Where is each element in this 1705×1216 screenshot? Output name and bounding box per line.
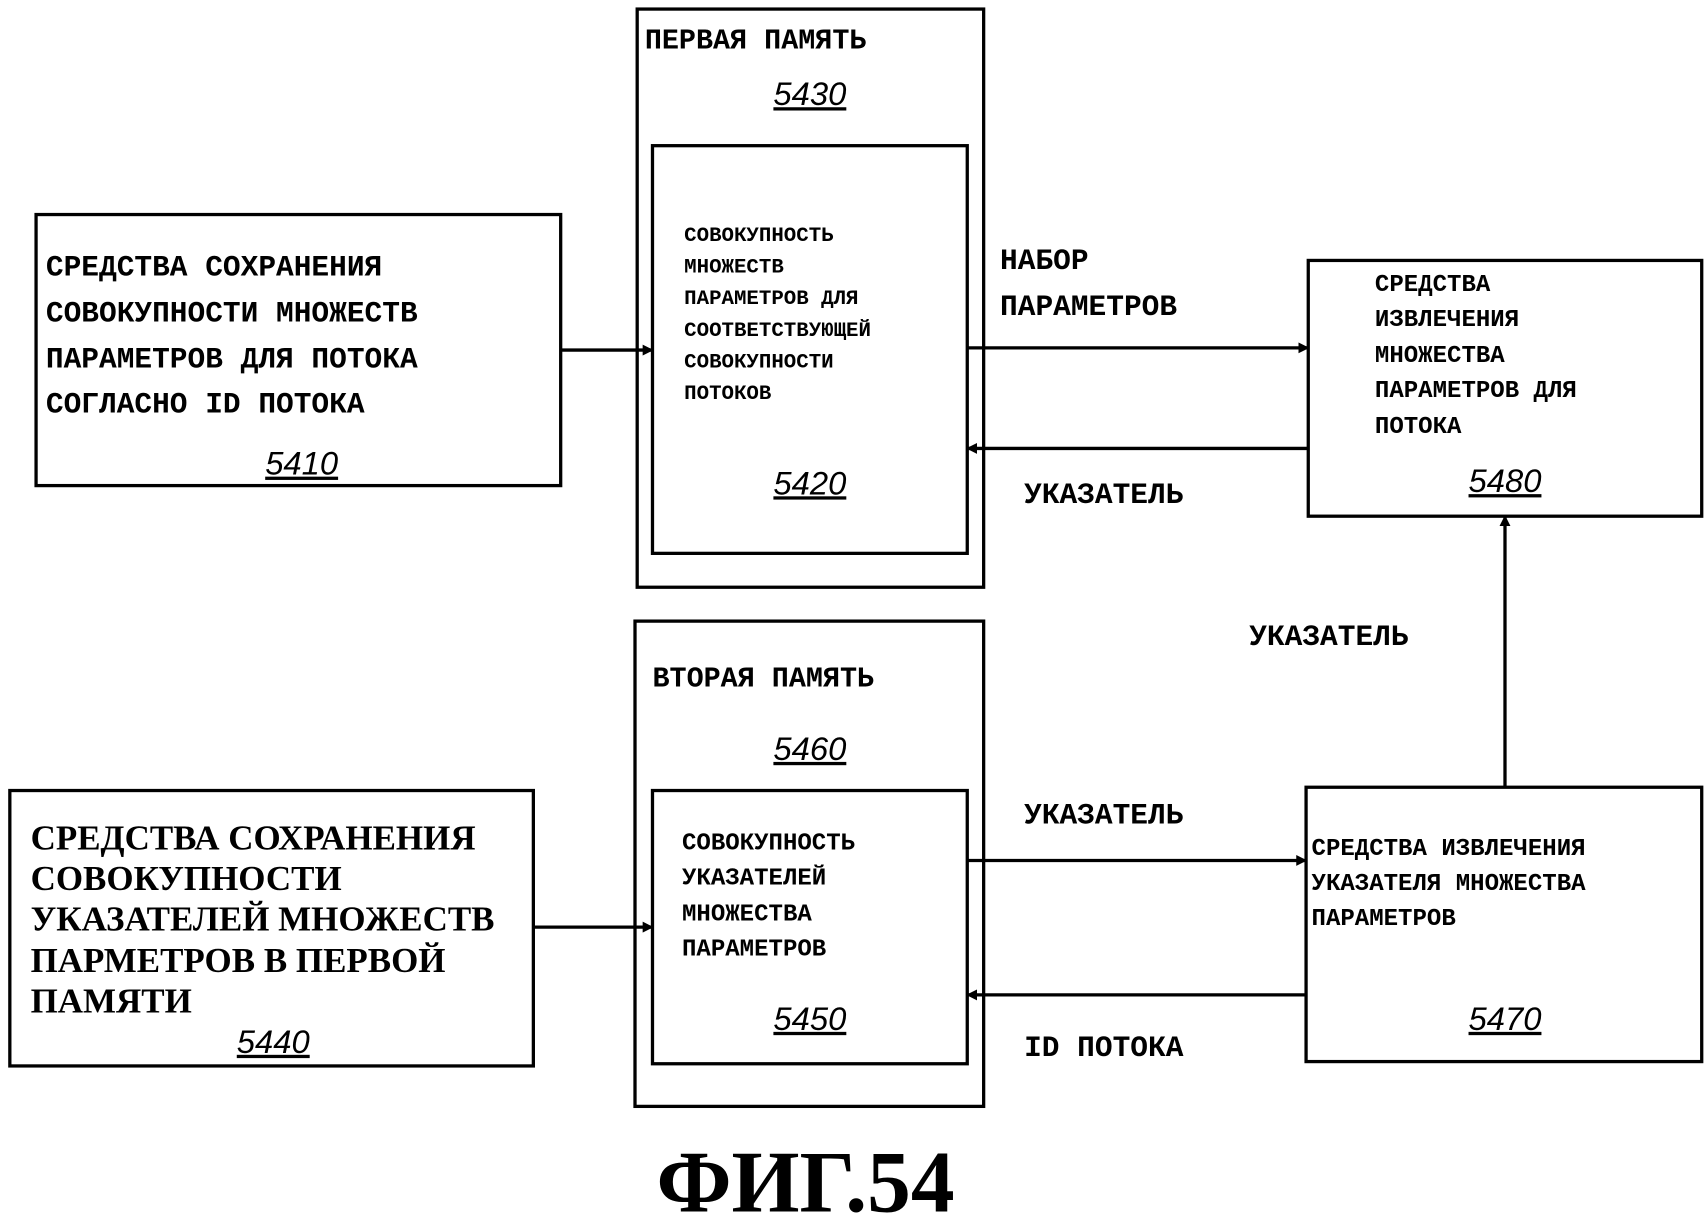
arrow-labels: НАБОР ПАРАМЕТРОВ УКАЗАТЕЛЬ УКАЗАТЕЛЬ УКА… [1000, 244, 1409, 1065]
block-5480 [1306, 258, 1704, 518]
text-line: УКАЗАТЕЛЕЙ [682, 865, 826, 893]
ref-5420: 5420 [773, 464, 846, 501]
text-line: ПАРАМЕТРОВ [1312, 906, 1456, 933]
text-line: ПАРАМЕТРОВ ДЛЯ [1375, 378, 1577, 405]
text-line: ПОТОКА [1375, 414, 1462, 441]
text-line: СОВОКУПНОСТИ [684, 352, 833, 375]
text-line: СРЕДСТВА СОХРАНЕНИЯ [46, 251, 382, 285]
text-line: УКАЗАТЕЛЯ МНОЖЕСТВА [1312, 871, 1587, 898]
text-line: МНОЖЕСТВ [684, 256, 784, 279]
label-pointer-top: УКАЗАТЕЛЬ [1024, 478, 1183, 512]
text-line: МНОЖЕСТВА [1375, 343, 1505, 370]
ref-5470: 5470 [1469, 1000, 1542, 1037]
text-line: СРЕДСТВА СОХРАНЕНИЯ [31, 819, 476, 858]
text-line: ИЗВЛЕЧЕНИЯ [1375, 307, 1519, 334]
text-line: СРЕДСТВА ИЗВЛЕЧЕНИЯ [1312, 836, 1586, 863]
block-5450 [650, 788, 969, 1066]
block-5480-text: СРЕДСТВА ИЗВЛЕЧЕНИЯ МНОЖЕСТВА ПАРАМЕТРОВ… [1375, 272, 1577, 441]
label-pointer-bottom: УКАЗАТЕЛЬ [1024, 798, 1183, 832]
text-line: ПОТОКОВ [684, 383, 772, 406]
text-line: ПАРМЕТРОВ В ПЕРВОЙ [31, 941, 446, 980]
text-line: ПАМЯТИ [31, 981, 192, 1020]
text-line: СОВОКУПНОСТИ МНОЖЕСТВ [46, 297, 418, 331]
block-5410 [34, 212, 563, 488]
figure-label: ФИГ.54 [656, 1133, 954, 1216]
text-line: СОВОКУПНОСТИ [31, 859, 342, 898]
block-5420 [650, 144, 969, 555]
block-5470-text: СРЕДСТВА ИЗВЛЕЧЕНИЯ УКАЗАТЕЛЯ МНОЖЕСТВА … [1312, 836, 1587, 933]
ref-5480: 5480 [1469, 462, 1542, 499]
block-5450-text: СОВОКУПНОСТЬ УКАЗАТЕЛЕЙ МНОЖЕСТВА ПАРАМЕ… [682, 831, 855, 964]
block-5420-text: СОВОКУПНОСТЬ МНОЖЕСТВ ПАРАМЕТРОВ ДЛЯ СОО… [684, 225, 871, 406]
text-line: СОВОКУПНОСТЬ [684, 225, 833, 248]
text-line: ПАРАМЕТРОВ ДЛЯ [684, 288, 858, 311]
ref-5460: 5460 [773, 730, 846, 767]
text-line: СООТВЕТСТВУЮЩЕЙ [684, 319, 871, 343]
second-memory-title: ВТОРАЯ ПАМЯТЬ [652, 663, 874, 696]
block-5470 [1304, 785, 1704, 1064]
label-param-set: НАБОР [1000, 244, 1089, 278]
ref-5410: 5410 [265, 445, 338, 482]
text-line: УКАЗАТЕЛЕЙ МНОЖЕСТВ [31, 899, 495, 938]
text-line: ПАРАМЕТРОВ [682, 937, 826, 964]
text-line: СОГЛАСНО ID ПОТОКА [46, 387, 365, 421]
block-5410-text: СРЕДСТВА СОХРАНЕНИЯ СОВОКУПНОСТИ МНОЖЕСТ… [46, 251, 418, 422]
label-flow-id: ID ПОТОКА [1024, 1031, 1184, 1065]
label-pointer-vertical: УКАЗАТЕЛЬ [1249, 620, 1408, 654]
ref-5450: 5450 [773, 1000, 846, 1037]
block-5440 [8, 788, 535, 1068]
ref-5430: 5430 [773, 75, 846, 112]
text-line: СОВОКУПНОСТЬ [682, 831, 855, 858]
text-line: ПАРАМЕТРОВ ДЛЯ ПОТОКА [46, 343, 418, 377]
block-5440-text: СРЕДСТВА СОХРАНЕНИЯ СОВОКУПНОСТИ УКАЗАТЕ… [31, 819, 495, 1021]
ref-5440: 5440 [237, 1023, 310, 1060]
text-line: МНОЖЕСТВА [682, 902, 812, 929]
text-line: СРЕДСТВА [1375, 272, 1491, 299]
label-param-set: ПАРАМЕТРОВ [1000, 290, 1177, 324]
first-memory-title: ПЕРВАЯ ПАМЯТЬ [645, 24, 867, 57]
